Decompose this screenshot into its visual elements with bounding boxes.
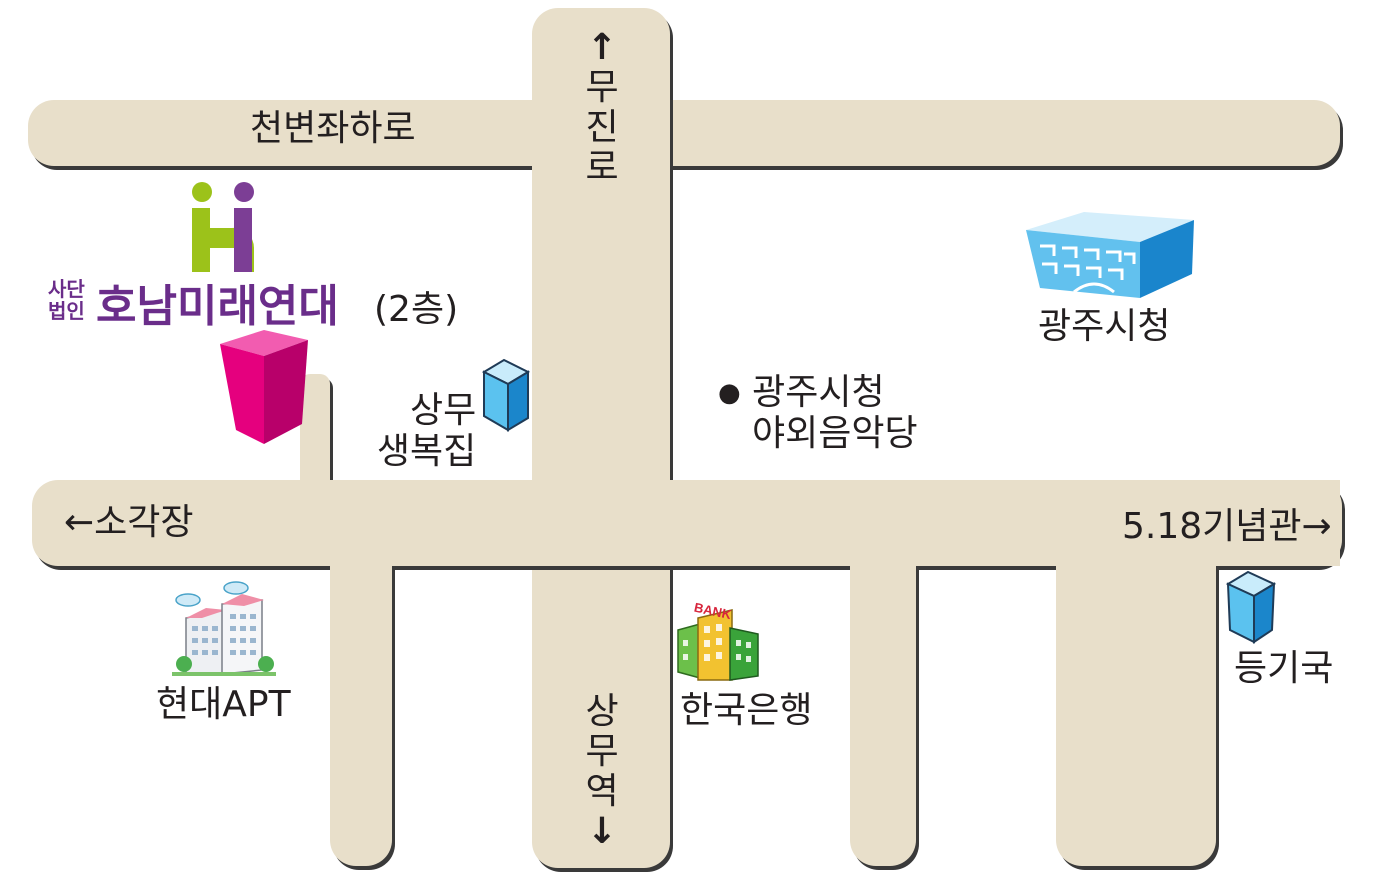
registry-building-icon bbox=[1225, 570, 1277, 644]
sangmu-building-icon bbox=[481, 358, 531, 432]
road-south-3 bbox=[1056, 520, 1216, 866]
bank-label: 한국은행 bbox=[680, 690, 813, 731]
registry-label: 등기국 bbox=[1234, 648, 1334, 689]
amphitheater-label-line1: 광주시청 bbox=[752, 372, 885, 413]
south-station-char-2: 무 bbox=[585, 731, 619, 772]
target-building-icon bbox=[220, 330, 308, 444]
road-south-2 bbox=[850, 520, 916, 866]
road-cheonbyeonjwaharo bbox=[28, 100, 1340, 166]
sangmu-label-line1: 상무 bbox=[410, 390, 477, 431]
amphitheater-label-line2: 야외음악당 bbox=[752, 413, 918, 455]
top-road-label: 천변좌하로 bbox=[250, 108, 416, 149]
org-prefix: 사단 법인 bbox=[48, 278, 85, 322]
bullet-icon: ● bbox=[718, 378, 741, 409]
amphitheater-label: ● 광주시청 야외음악당 bbox=[718, 372, 918, 455]
south-station-char-1: 상 bbox=[585, 691, 619, 732]
junction-fill-main bbox=[300, 480, 1340, 566]
org-name: 호남미래연대 bbox=[96, 281, 339, 332]
north-road-char-3: 로 bbox=[585, 147, 619, 188]
road-south-1 bbox=[330, 520, 392, 866]
honam-logo-icon bbox=[192, 182, 255, 272]
south-station-char-3: 역 bbox=[585, 771, 619, 812]
junction-fill-top bbox=[532, 100, 670, 166]
north-road-label: ↑ 무 진 로 bbox=[580, 28, 624, 188]
apartment-building-icon bbox=[172, 581, 276, 676]
org-prefix-line2: 법인 bbox=[48, 299, 85, 323]
north-road-char-1: 무 bbox=[585, 67, 619, 108]
west-road-label: ←소각장 bbox=[64, 502, 194, 543]
org-floor: (2층) bbox=[374, 289, 459, 330]
south-station-label: 상 무 역 ↓ bbox=[580, 692, 624, 852]
city-hall-building-icon bbox=[1026, 212, 1194, 298]
east-road-label: 5.18기념관→ bbox=[1122, 506, 1332, 547]
hyundai-apt-label: 현대APT bbox=[156, 684, 291, 725]
city-hall-label: 광주시청 bbox=[1038, 306, 1171, 347]
north-arrow-icon: ↑ bbox=[586, 27, 618, 68]
north-road-char-2: 진 bbox=[585, 107, 619, 148]
sangmu-label-line2: 생복집 bbox=[376, 431, 477, 473]
bank-building-icon: BANK bbox=[677, 600, 759, 681]
org-prefix-line1: 사단 bbox=[48, 277, 85, 301]
junction-fill-left bbox=[60, 480, 320, 566]
sangmu-label: 상무 생복집 bbox=[376, 390, 476, 473]
south-arrow-icon: ↓ bbox=[586, 811, 618, 852]
